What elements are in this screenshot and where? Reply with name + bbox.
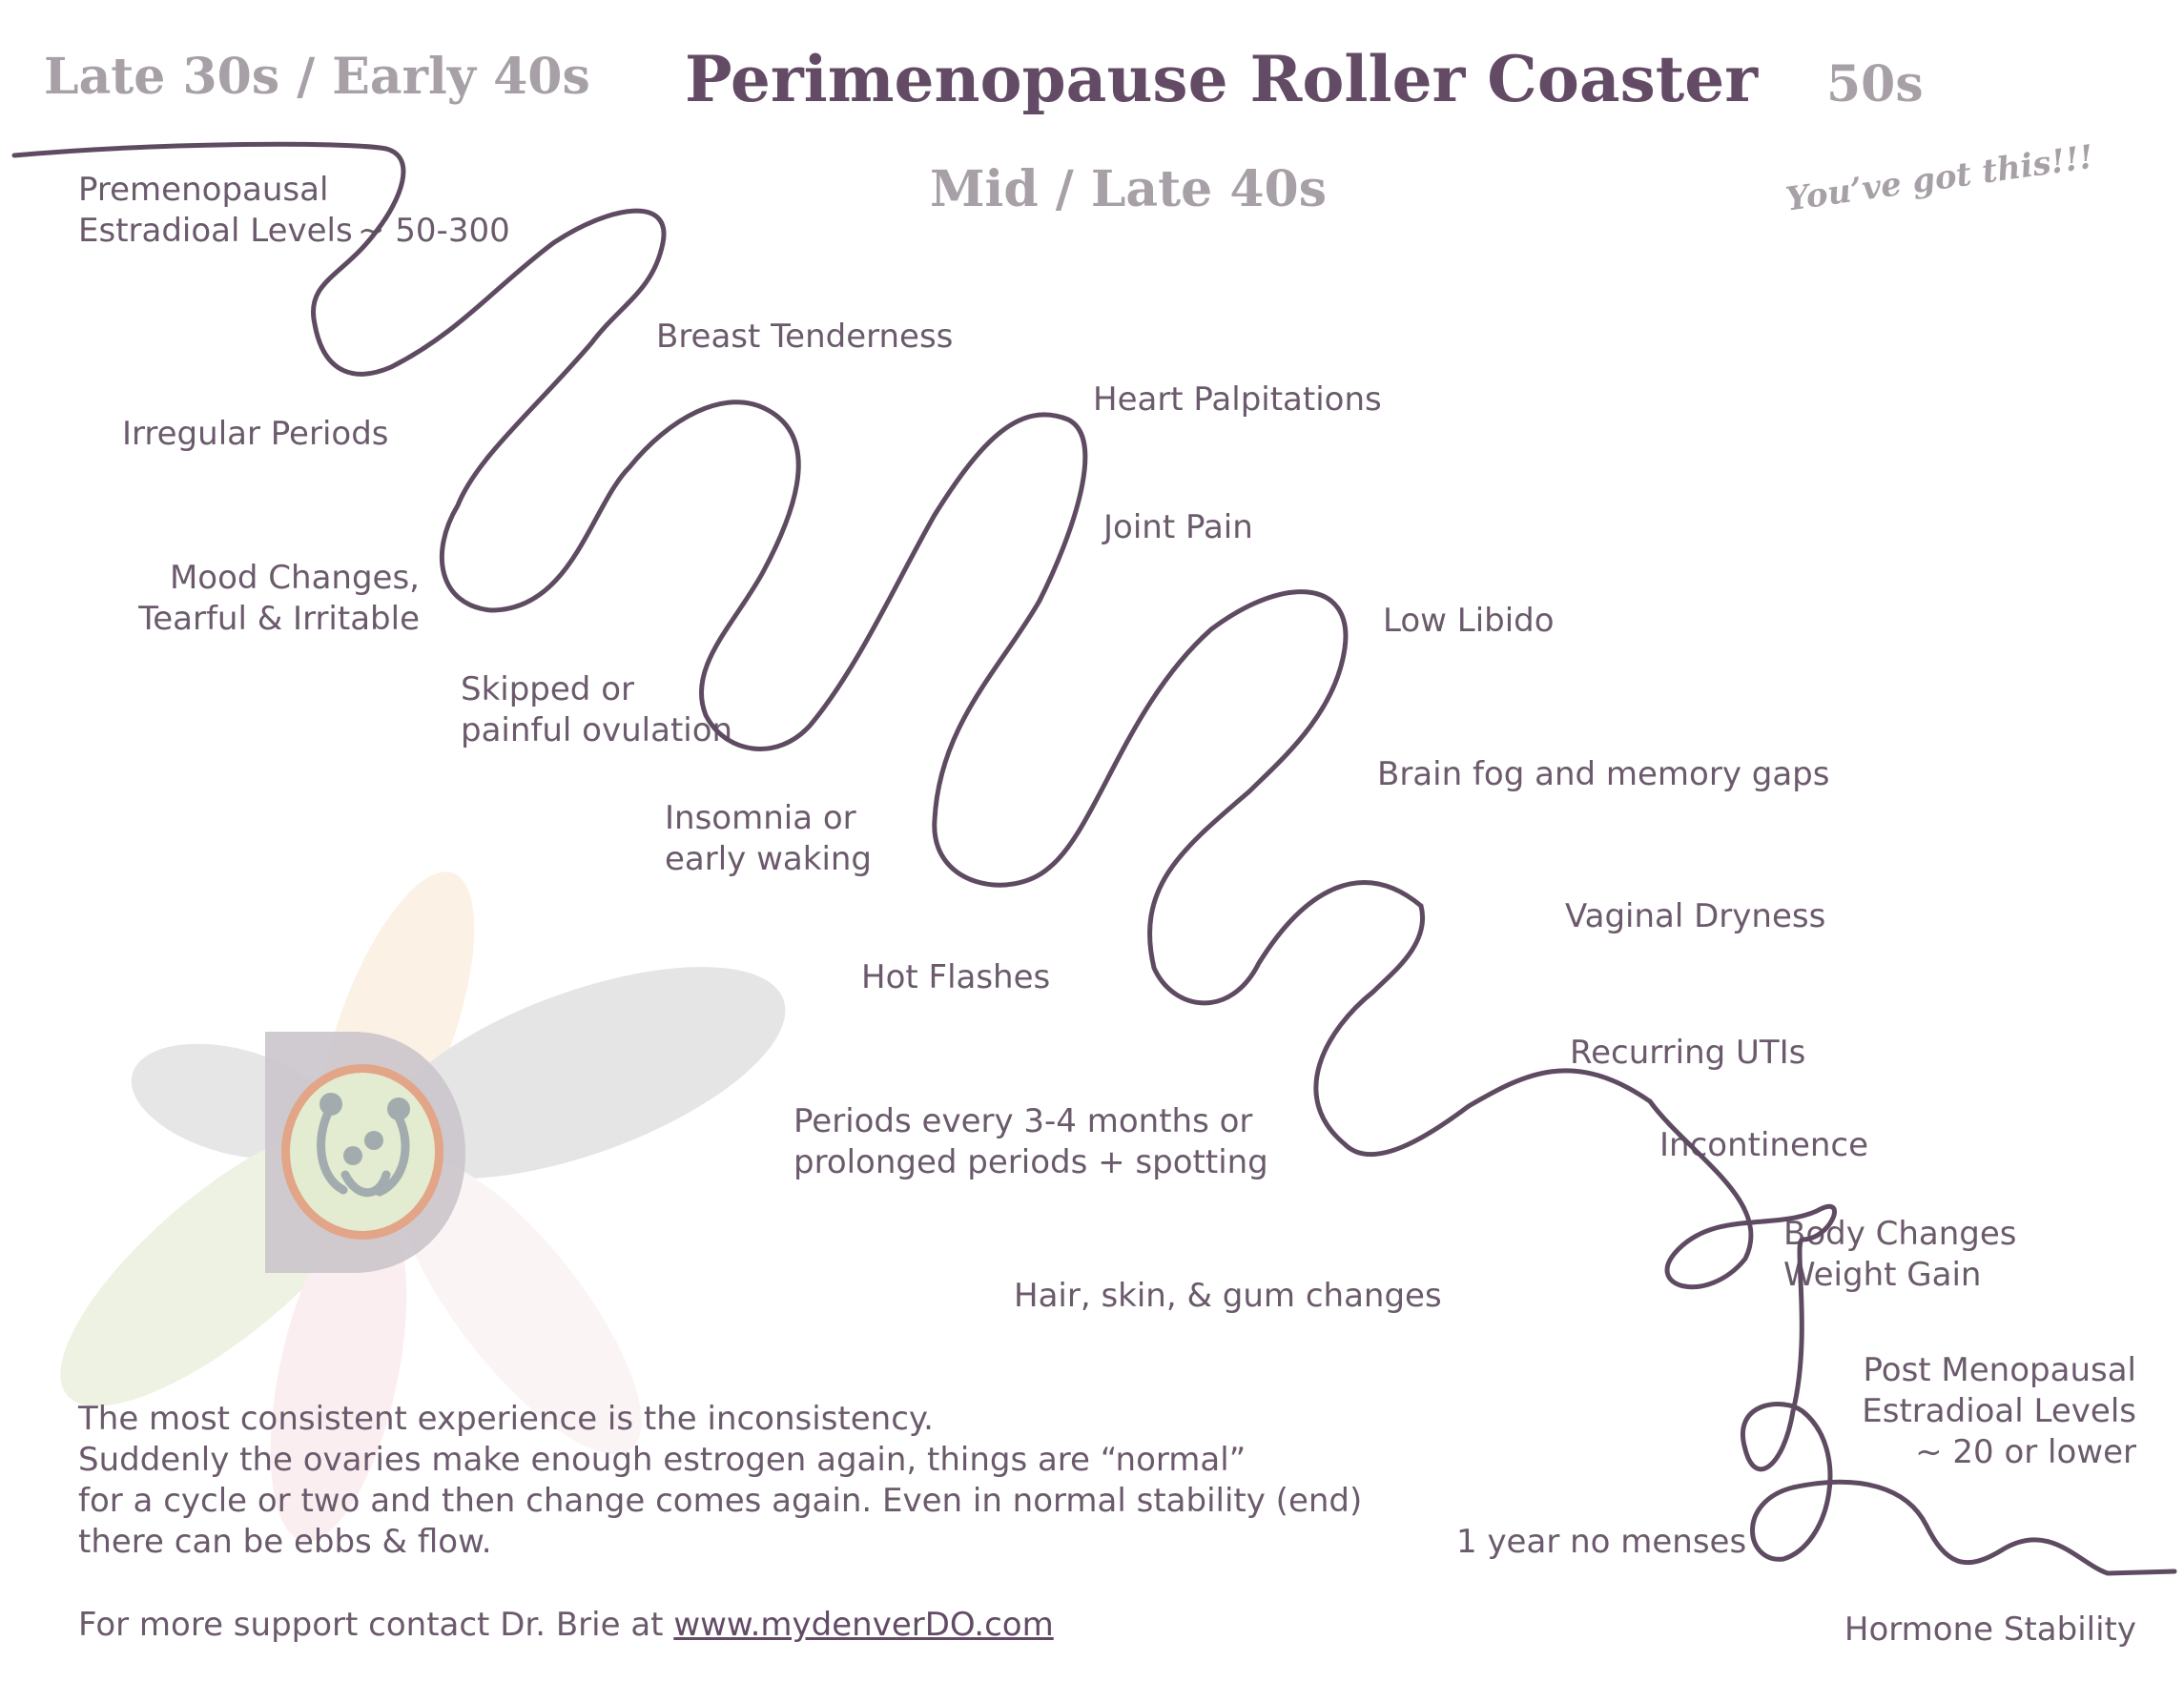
label-vaginal-dryness: Vaginal Dryness: [1565, 897, 1826, 935]
label-insomnia: Insomnia or: [665, 799, 856, 837]
label-hair-skin-gum: Hair, skin, & gum changes: [1014, 1277, 1442, 1315]
website-link[interactable]: www.mydenverDO.com: [673, 1606, 1054, 1644]
explanation-paragraph: The most consistent experience is the in…: [78, 1399, 1362, 1563]
coaster-path: [11, 141, 2177, 1576]
paragraph-line-4: there can be ebbs & flow.: [78, 1523, 492, 1561]
label-hot-flashes: Hot Flashes: [861, 958, 1051, 996]
label-hormone-stability: Hormone Stability: [1844, 1610, 2136, 1649]
label-irregular-periods: Irregular Periods: [122, 415, 389, 453]
paragraph-line-1: The most consistent experience is the in…: [78, 1400, 934, 1438]
label-low-libido: Low Libido: [1383, 602, 1555, 640]
label-breast-tenderness: Breast Tenderness: [656, 318, 954, 356]
label-early-waking: early waking: [665, 840, 873, 878]
label-incontinence: Incontinence: [1659, 1126, 1869, 1164]
label-prolonged-periods: prolonged periods + spotting: [793, 1143, 1268, 1181]
label-brain-fog: Brain fog and memory gaps: [1377, 755, 1830, 793]
label-no-menses: 1 year no menses: [1456, 1523, 1747, 1561]
label-post-estradiol: Estradioal Levels: [1862, 1392, 2136, 1430]
label-post-range: ~ 20 or lower: [1915, 1433, 2136, 1471]
label-post-menopausal: Post Menopausal: [1863, 1351, 2136, 1389]
footer-prefix: For more support contact Dr. Brie at: [78, 1606, 674, 1644]
label-skipped-ovulation: Skipped or: [461, 670, 634, 708]
paragraph-line-3: for a cycle or two and then change comes…: [78, 1482, 1363, 1520]
label-joint-pain: Joint Pain: [1103, 508, 1253, 546]
label-recurring-utis: Recurring UTIs: [1570, 1034, 1806, 1072]
logo-family-icon: [317, 1106, 410, 1198]
logo-petal-lightpink: [398, 1159, 642, 1454]
label-painful-ovulation: painful ovulation: [461, 711, 733, 749]
logo-family-heads: [319, 1093, 410, 1165]
label-premenopausal-estradiol: Estradioal Levels: [78, 212, 353, 250]
label-tearful-irritable: Tearful & Irritable: [138, 600, 420, 638]
label-weight-gain: Weight Gain: [1783, 1256, 1982, 1294]
label-premenopausal: Premenopausal: [78, 171, 329, 209]
page-title: Perimenopause Roller Coaster: [685, 42, 1759, 116]
label-mood-changes: Mood Changes,: [169, 559, 420, 597]
heading-late-30s-early-40s: Late 30s / Early 40s: [44, 48, 590, 106]
logo-petal-pink: [270, 1204, 407, 1542]
label-periods-every-3-4-months: Periods every 3-4 months or: [793, 1102, 1253, 1140]
paragraph-line-2: Suddenly the ovaries make enough estroge…: [78, 1441, 1247, 1479]
footer-contact: For more support contact Dr. Brie at www…: [78, 1605, 1054, 1646]
heading-50s: 50s: [1826, 55, 1924, 113]
label-heart-palpitations: Heart Palpitations: [1093, 380, 1382, 419]
heading-mid-late-40s: Mid / Late 40s: [930, 160, 1327, 218]
logo-petal-grey-right: [378, 967, 786, 1179]
